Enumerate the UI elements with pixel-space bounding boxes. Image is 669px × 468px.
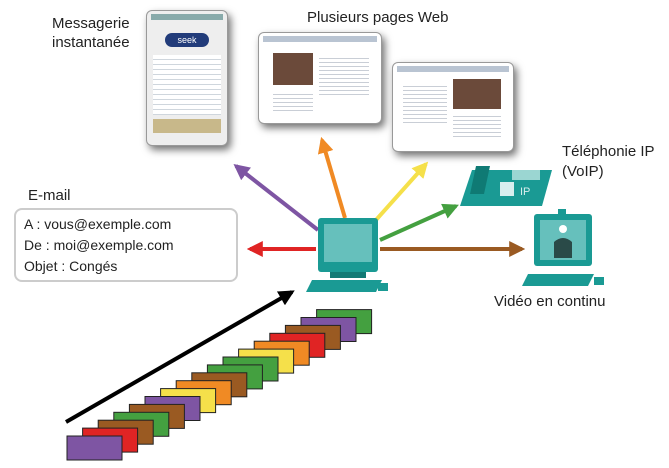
data-stream-arrow (65, 290, 295, 424)
arrow-to-phone (379, 203, 459, 242)
email-from: De : moi@exemple.com (24, 237, 174, 253)
computer-icon (306, 218, 388, 292)
arrow-to-im (233, 164, 320, 232)
im-contact-list (153, 55, 221, 115)
packet-purple (66, 435, 123, 461)
label-im-line2: instantanée (52, 34, 130, 51)
label-email: E-mail (28, 187, 71, 204)
email-message-box: A : vous@exemple.com De : moi@exemple.co… (14, 208, 238, 282)
label-voip-1: Téléphonie IP (562, 143, 655, 160)
im-logo: seek (165, 33, 209, 47)
label-video: Vidéo en continu (494, 293, 606, 310)
email-to: A : vous@exemple.com (24, 216, 172, 232)
ip-phone-icon: IP (460, 166, 552, 206)
web-page-2 (392, 62, 514, 152)
im-window: seek (146, 10, 228, 146)
arrow-to-web-2 (374, 161, 429, 222)
email-subject: Objet : Congés (24, 258, 118, 274)
im-toolbar (153, 119, 221, 133)
im-titlebar (151, 14, 223, 20)
label-im-line1: Messagerie (52, 15, 130, 32)
video-monitor-icon (522, 209, 604, 286)
web-page-1 (258, 32, 382, 124)
label-web: Plusieurs pages Web (307, 9, 449, 26)
ip-badge: IP (520, 186, 530, 198)
arrow-to-web-1 (317, 136, 347, 219)
label-voip-2: (VoIP) (562, 163, 604, 180)
